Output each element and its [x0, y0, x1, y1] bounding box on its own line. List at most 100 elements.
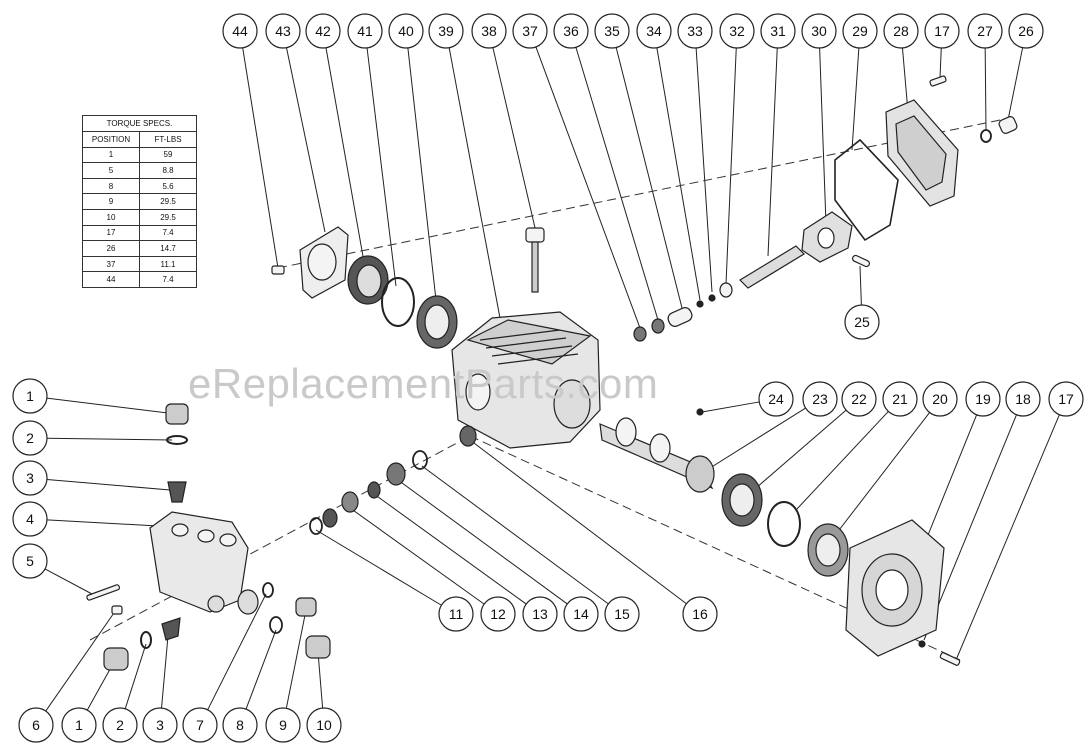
leader-line	[725, 47, 737, 285]
o-ring-icon	[140, 631, 152, 649]
callout-balloon: 1	[61, 707, 97, 743]
callout-number: 27	[977, 23, 993, 39]
callout-number: 26	[1018, 23, 1034, 39]
leader-line	[695, 47, 713, 293]
oil-seal-icon	[459, 425, 477, 447]
callout-number: 12	[490, 606, 506, 622]
packing-seal-icon	[322, 508, 338, 528]
callout-balloon: 40	[388, 13, 424, 49]
leader-line	[656, 47, 701, 301]
oil-seal-icon	[807, 523, 849, 577]
callout-balloon: 2	[102, 707, 138, 743]
position-cell: 17	[82, 224, 140, 242]
callout-balloon: 3	[12, 460, 48, 496]
washer-icon	[918, 640, 926, 648]
bolt-icon	[929, 75, 947, 87]
callout-number: 24	[768, 391, 784, 407]
leader-line	[407, 47, 437, 301]
leader-line	[46, 397, 177, 415]
position-cell: 26	[82, 240, 140, 257]
valve-icon	[167, 481, 187, 503]
leader-line	[46, 478, 171, 491]
leader-line	[755, 409, 847, 489]
callout-number: 17	[934, 23, 950, 39]
bolt-icon	[939, 652, 961, 666]
callout-balloon: 15	[604, 596, 640, 632]
column-header-position: POSITION	[82, 131, 140, 148]
o-ring-icon	[166, 435, 188, 445]
leader-line	[767, 47, 778, 257]
bushing-icon	[667, 307, 693, 327]
leader-line	[421, 465, 609, 605]
callout-balloon: 2	[12, 420, 48, 456]
leader-line	[397, 479, 568, 605]
leader-line	[701, 401, 760, 413]
key-icon	[696, 408, 704, 416]
gasket-icon	[834, 138, 899, 242]
value-cell: 29.5	[139, 193, 197, 210]
dipstick-icon	[525, 227, 545, 293]
callout-balloon: 17	[1048, 381, 1084, 417]
o-ring-icon	[269, 616, 283, 634]
bearing-housing-icon	[845, 519, 945, 657]
callout-number: 32	[729, 23, 745, 39]
callout-balloon: 1	[12, 378, 48, 414]
callout-number: 39	[438, 23, 454, 39]
oil-seal-icon	[347, 255, 389, 305]
callout-number: 2	[26, 430, 34, 446]
crankcase-icon	[451, 311, 601, 449]
leader-line	[819, 47, 827, 225]
callout-number: 8	[236, 717, 244, 733]
plug-icon	[295, 597, 317, 617]
callout-number: 25	[854, 314, 870, 330]
leader-line	[575, 47, 659, 321]
o-ring-icon	[980, 129, 992, 143]
callout-balloon: 6	[18, 707, 54, 743]
callout-number: 6	[32, 717, 40, 733]
value-cell: 14.7	[139, 240, 197, 257]
pin-icon	[708, 294, 716, 302]
leader-line	[923, 414, 1018, 641]
callout-balloon: 11	[438, 596, 474, 632]
position-cell: 1	[82, 146, 140, 164]
callout-balloon: 25	[844, 304, 880, 340]
leader-line	[795, 411, 889, 511]
connecting-rod-icon	[801, 211, 853, 263]
plunger-rod-icon	[739, 245, 805, 289]
callout-number: 40	[398, 23, 414, 39]
callout-balloon: 35	[594, 13, 630, 49]
callout-balloon: 38	[471, 13, 507, 49]
leader-line	[851, 47, 860, 151]
callout-number: 29	[852, 23, 868, 39]
callout-balloon: 7	[182, 707, 218, 743]
callout-number: 9	[279, 717, 287, 733]
plug-icon	[305, 635, 331, 659]
leader-line	[207, 593, 267, 711]
callout-number: 1	[75, 717, 83, 733]
pin-icon	[696, 300, 704, 308]
leader-line	[285, 47, 326, 233]
position-cell: 10	[82, 208, 140, 226]
packing-retainer-icon	[386, 462, 406, 486]
leader-line	[492, 47, 537, 233]
callout-number: 3	[156, 717, 164, 733]
callout-number: 30	[811, 23, 827, 39]
o-ring-icon	[381, 277, 415, 327]
leader-line	[325, 47, 365, 263]
callout-balloon: 4	[12, 501, 48, 537]
leader-line	[925, 414, 978, 541]
leader-line	[615, 47, 683, 309]
pin-icon	[851, 254, 871, 268]
callout-balloon: 19	[965, 381, 1001, 417]
leader-line	[373, 493, 527, 605]
callout-balloon: 27	[967, 13, 1003, 49]
callout-balloon: 21	[882, 381, 918, 417]
o-ring-icon	[309, 517, 323, 535]
callout-number: 10	[316, 717, 332, 733]
